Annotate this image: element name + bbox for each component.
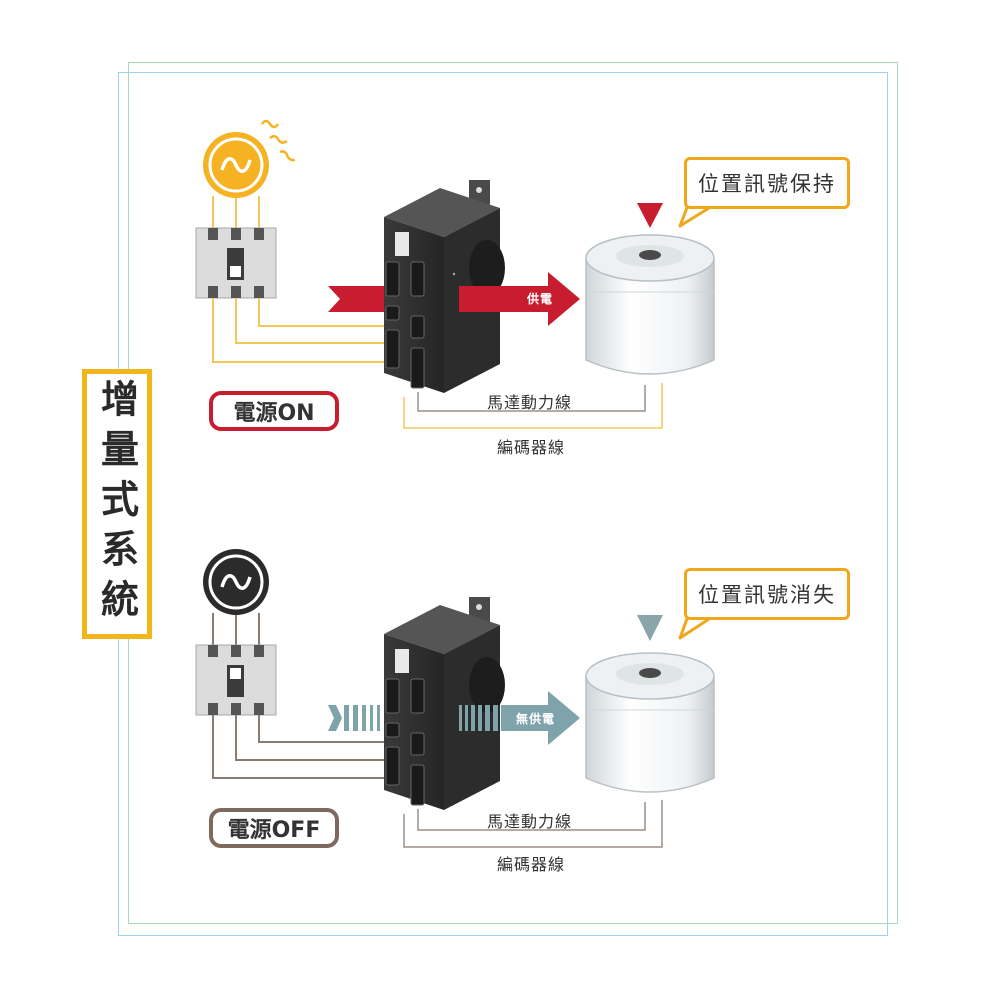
power-input-arrow xyxy=(328,286,388,312)
badge-text: 電源ON xyxy=(233,401,315,426)
motor-cable-line xyxy=(417,802,646,831)
power-output-arrow xyxy=(459,272,580,326)
ac-power-icon xyxy=(203,119,296,198)
position-signal-bubble-on: 位置訊號保持 xyxy=(684,157,850,209)
bubble-text: 位置訊號消失 xyxy=(698,583,836,607)
ac-power-icon xyxy=(203,549,269,615)
power-output-arrow-faded xyxy=(459,691,580,745)
motor-cable-line xyxy=(417,385,646,412)
system-title-text: 增量式系統 xyxy=(94,379,139,629)
marker-triangle-icon xyxy=(637,203,663,228)
encoder-cable-label: 編碼器線 xyxy=(497,438,566,457)
bubble-text: 位置訊號保持 xyxy=(698,172,836,196)
drive-unit-icon xyxy=(384,597,505,810)
encoder-cable-label: 編碼器線 xyxy=(497,855,566,874)
power-input-arrow-faded xyxy=(328,705,380,731)
motor-cable-label: 馬達動力線 xyxy=(487,812,573,831)
encoder-cable-line xyxy=(403,800,663,848)
system-title: 增量式系統 xyxy=(82,369,152,639)
power-on-badge: 電源ON xyxy=(209,391,339,431)
panel-power-off xyxy=(195,549,715,848)
panel-power-on xyxy=(195,119,715,429)
motor-icon xyxy=(585,234,715,375)
supply-label: 供電 xyxy=(527,292,554,306)
badge-text: 電源OFF xyxy=(227,818,321,843)
position-signal-bubble-off: 位置訊號消失 xyxy=(684,568,850,620)
marker-triangle-icon xyxy=(637,615,663,641)
motor-cable-label: 馬達動力線 xyxy=(487,393,573,412)
encoder-cable-line xyxy=(403,383,663,429)
power-off-badge: 電源OFF xyxy=(209,808,339,848)
motor-icon xyxy=(585,652,715,793)
breaker-icon xyxy=(195,227,277,299)
breaker-icon xyxy=(195,644,277,716)
no-supply-label: 無供電 xyxy=(516,712,556,726)
